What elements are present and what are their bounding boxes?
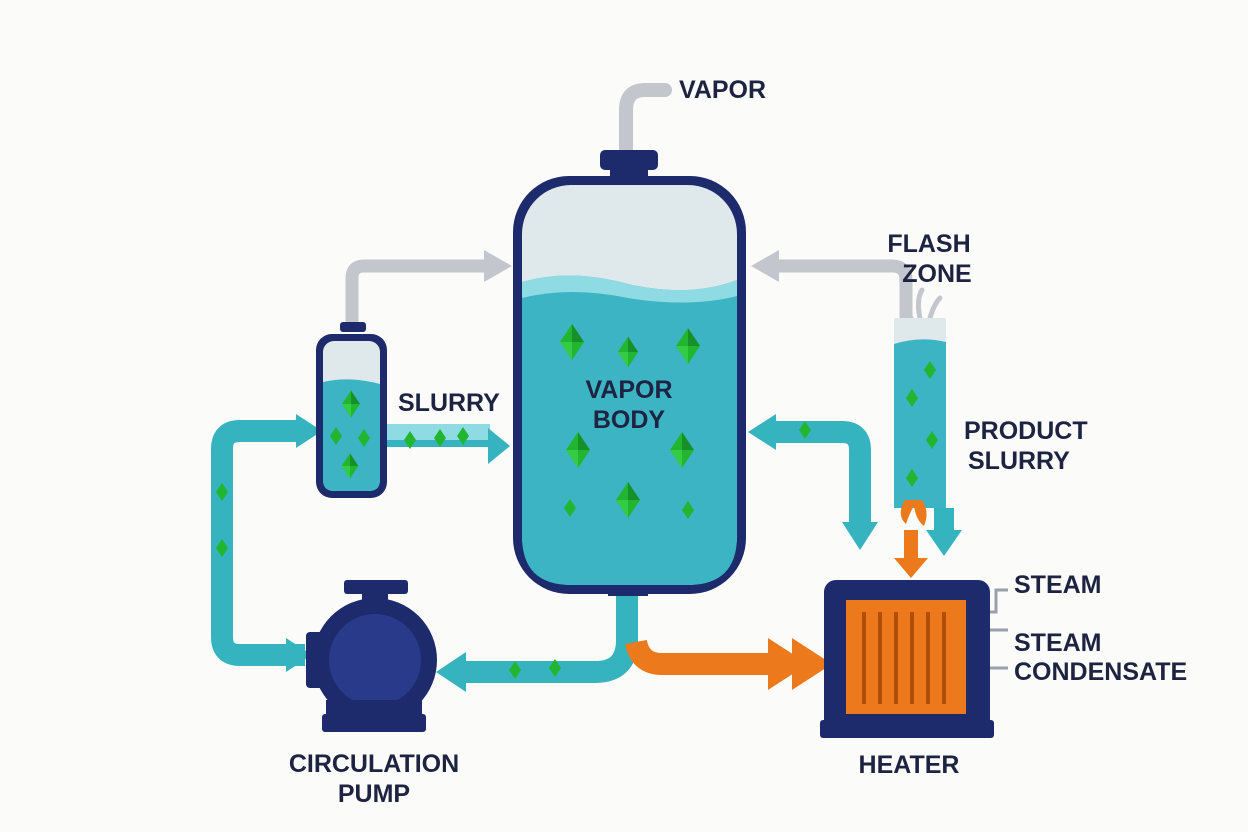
slurry-vapor-return-line xyxy=(345,250,512,330)
arrow-icon xyxy=(488,428,510,464)
heater xyxy=(820,580,1008,738)
flash-zone-return-line xyxy=(751,250,913,320)
vapor-label: VAPOR xyxy=(679,76,766,104)
body-to-pump-pipe xyxy=(436,590,638,692)
vapor-body-vessel xyxy=(513,150,746,596)
flame-icon xyxy=(894,500,928,578)
circulation-pump-label-1: CIRCULATION xyxy=(289,750,459,778)
heater-feed-arrow xyxy=(625,638,832,690)
product-slurry-label-2: SLURRY xyxy=(968,447,1070,475)
arrow-icon xyxy=(792,638,832,690)
steam-label: STEAM xyxy=(1014,571,1102,599)
slurry-vessel xyxy=(316,322,387,498)
pump-to-slurry-pipe xyxy=(211,414,322,672)
slurry-feed-pipe xyxy=(372,424,510,464)
steam-condensate-label-1: STEAM xyxy=(1014,629,1102,657)
arrow-icon xyxy=(484,250,512,282)
arrow-icon xyxy=(751,250,779,282)
arrow-icon xyxy=(436,652,466,692)
flash-zone-column xyxy=(894,287,962,556)
slurry-label: SLURRY xyxy=(398,389,500,417)
product-slurry-label-1: PRODUCT xyxy=(964,417,1088,445)
flash-zone-label-1: FLASH xyxy=(887,230,970,258)
circulation-pump xyxy=(306,580,437,732)
vapor-body-label-2: BODY xyxy=(593,406,666,434)
circulation-pump-label-2: PUMP xyxy=(338,780,410,808)
recirculation-return-pipe xyxy=(748,414,878,550)
arrow-icon xyxy=(286,638,312,672)
vapor-body-label-1: VAPOR xyxy=(585,376,672,404)
heater-label: HEATER xyxy=(859,751,960,779)
arrow-icon xyxy=(296,414,322,448)
arrow-icon xyxy=(926,530,962,556)
arrow-icon xyxy=(748,414,776,450)
steam-condensate-label-2: CONDENSATE xyxy=(1014,658,1187,686)
flash-zone-label-2: ZONE xyxy=(902,260,971,288)
arrow-icon xyxy=(842,522,878,550)
arrow-icon xyxy=(768,638,808,690)
